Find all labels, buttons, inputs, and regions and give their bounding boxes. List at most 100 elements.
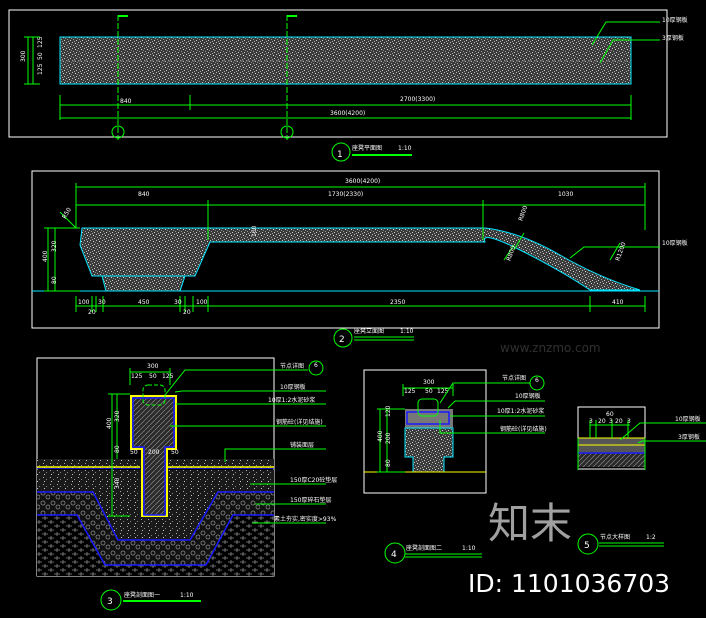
detail-title: 5 节点大样图 1:2 [577, 533, 664, 555]
dim: 400 [106, 417, 113, 429]
radius-label: R800 [505, 245, 517, 262]
elevation-title: 座凳立面图 [354, 327, 384, 335]
dim: 340 [114, 477, 121, 489]
dim-840: 840 [138, 191, 150, 198]
title-number-circle [384, 542, 406, 564]
dim-400: 400 [42, 250, 49, 262]
dim-100: 100 [251, 225, 258, 237]
title-number-circle [577, 533, 599, 555]
bench-elevation [79, 227, 641, 291]
dim: 20 [88, 309, 96, 316]
elevation-view: 3600(4200) 840 1730(2330) 1030 400 320 8… [31, 170, 688, 348]
dim: 30 [174, 299, 182, 306]
dim-50: 50 [37, 52, 44, 60]
section-1-scale: 1:10 [180, 592, 194, 599]
title-number: 3 [107, 597, 113, 607]
dim: 400 [377, 430, 384, 442]
note: 10厚钢板 [280, 383, 306, 391]
plan-title: 座凳平面图 [352, 144, 382, 152]
dim: 50 [425, 388, 433, 395]
dim: 2350 [390, 299, 405, 306]
plan-view: 840 2700(3300) 3600(4200) 300 125 50 125… [8, 9, 688, 162]
section-2-scale: 1:10 [462, 545, 476, 552]
dim: 3 [589, 418, 593, 425]
note: 10厚1:2水泥砂浆 [497, 407, 544, 415]
dim-1730: 1730(2330) [328, 191, 363, 198]
dim: 20 [183, 309, 191, 316]
dim: 50 [149, 373, 157, 380]
section-mark-1 [111, 125, 125, 139]
dim: 80 [114, 445, 121, 453]
detail-ref-circle [529, 375, 545, 391]
title-number: 1 [337, 150, 343, 160]
dim: 125 [437, 388, 449, 395]
radius-label: R50 [61, 206, 73, 220]
elevation-frame [31, 170, 660, 329]
dim: 450 [138, 299, 150, 306]
note: 钢筋砼(详见结施) [500, 425, 547, 433]
dim: 320 [114, 410, 121, 422]
dim: 410 [612, 299, 624, 306]
dim-80: 80 [51, 276, 58, 284]
watermark-id: ID: 1101036703 [468, 569, 670, 598]
dim-125b: 125 [37, 63, 44, 75]
dim: 3 [627, 418, 631, 425]
note: 钢筋砼(详见结施) [276, 418, 323, 426]
dim: 30 [98, 299, 106, 306]
watermark-logo: 知末 [488, 499, 572, 548]
dim: 20 [598, 418, 606, 425]
dim-1030: 1030 [558, 191, 573, 198]
plan-frame [8, 9, 668, 138]
dim-total: 3600(4200) [330, 110, 365, 117]
dim: 60 [606, 411, 614, 418]
detail-view: 60 3 20 3 20 3 10厚钢板 3厚钢板 [577, 406, 706, 470]
section-mark-2 [280, 125, 294, 139]
note: 150厚碎石垫层 [290, 496, 331, 504]
dim-125: 125 [37, 36, 44, 48]
plan-scale: 1:10 [398, 145, 412, 152]
dim: 200 [385, 432, 392, 444]
dim: 300 [423, 379, 435, 386]
note: 3厚钢板 [678, 433, 700, 441]
note: 10厚1:2水泥砂浆 [268, 396, 315, 404]
note: 150厚C20砼垫层 [290, 476, 337, 484]
note: 3厚钢板 [662, 34, 684, 42]
dim: 200 [148, 449, 160, 456]
watermark-site: www.znzmo.com [500, 341, 601, 355]
detail-ref-circle [308, 360, 324, 376]
section-1-title: 座凳剖面图一 [124, 591, 160, 599]
detail-title-text: 节点大样图 [600, 533, 630, 541]
dim: 125 [162, 373, 174, 380]
note: 铺装面层 [290, 441, 314, 449]
title-number: 4 [391, 550, 397, 560]
title-number: 2 [339, 335, 345, 345]
section-1-view: 300 125 50 125 400 320 80 340 50 200 50 … [36, 357, 337, 611]
title-number-circle [331, 142, 351, 162]
radius-label: R800 [517, 205, 529, 222]
dim: 100 [196, 299, 208, 306]
dim: 120 [385, 405, 392, 417]
section-2-title: 座凳剖面图二 [406, 544, 442, 552]
dim: 80 [385, 459, 392, 467]
note: 10厚钢板 [662, 16, 688, 24]
note: 10厚钢板 [515, 392, 541, 400]
dim-300: 300 [20, 50, 27, 62]
detail-ref: 6 [535, 377, 539, 384]
dim: 100 [78, 299, 90, 306]
dim-total: 3600(4200) [345, 178, 380, 185]
radius-label: R1200 [614, 241, 627, 262]
bench-section-2 [404, 427, 454, 473]
dim: 50 [130, 449, 138, 456]
note: 10厚钢板 [675, 415, 701, 423]
title-number: 5 [584, 541, 590, 551]
dim: 125 [404, 388, 416, 395]
elevation-scale: 1:10 [400, 328, 414, 335]
dim-2700: 2700(3300) [400, 96, 435, 103]
dim: 125 [131, 373, 143, 380]
dim: 3 [609, 418, 613, 425]
note: 节点详图 [280, 362, 304, 370]
dim: 50 [171, 449, 179, 456]
dim: 300 [147, 363, 159, 370]
dim-840: 840 [120, 98, 132, 105]
